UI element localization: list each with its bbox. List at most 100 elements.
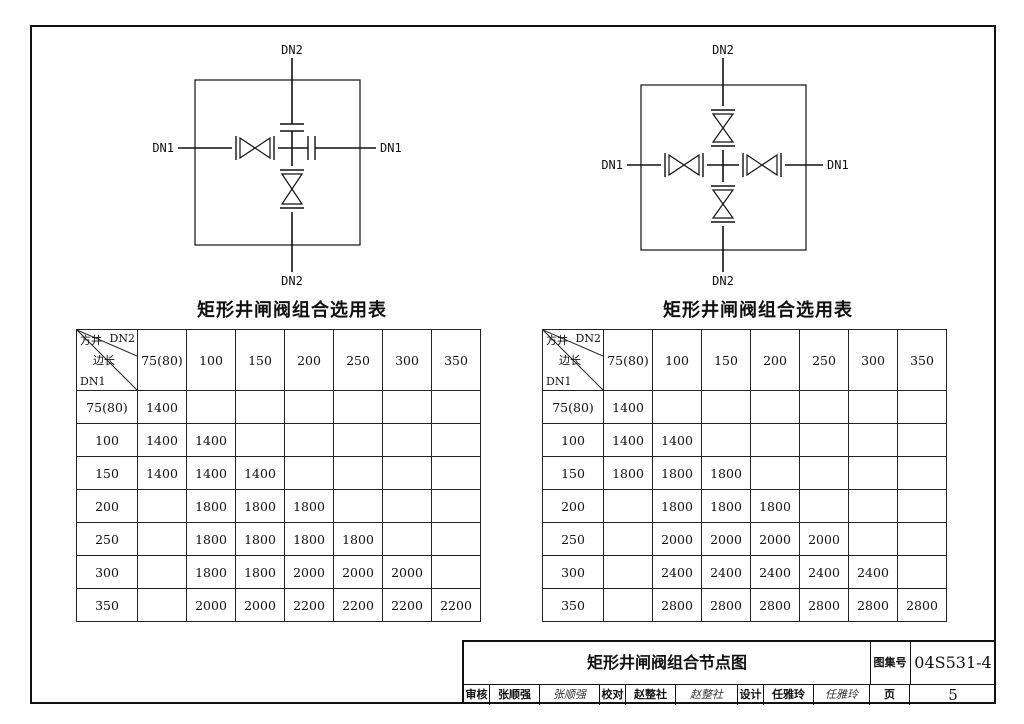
table-cell <box>897 390 947 424</box>
table-cell <box>603 489 653 523</box>
left-table-title: 矩形井闸阀组合选用表 <box>197 300 387 321</box>
table-cell: 2000 <box>382 555 432 589</box>
table-cell <box>431 489 481 523</box>
atlas-label: 图集号 <box>870 642 911 684</box>
table-cell: 1800 <box>186 489 236 523</box>
table-cell: 1400 <box>603 390 653 424</box>
row-header: 150 <box>542 456 604 490</box>
table-cell: 1800 <box>603 456 653 490</box>
column-header: 150 <box>701 329 751 391</box>
table-cell <box>848 489 898 523</box>
left-dn-left: DN1 <box>152 141 174 155</box>
table-cell: 2400 <box>799 555 849 589</box>
column-header: 75(80) <box>137 329 187 391</box>
column-header: 350 <box>897 329 947 391</box>
corner-well: 方井 <box>80 334 102 347</box>
table-row: 75(80)1400 <box>542 390 947 424</box>
table-cell <box>382 456 432 490</box>
table-cell: 1400 <box>186 456 236 490</box>
table-cell: 1400 <box>137 390 187 424</box>
table-cell <box>284 423 334 457</box>
right-table-title: 矩形井闸阀组合选用表 <box>663 300 853 321</box>
table-cell: 2400 <box>652 555 702 589</box>
table-cell <box>333 423 383 457</box>
table-cell: 1800 <box>186 555 236 589</box>
table-cell <box>284 456 334 490</box>
column-header: 100 <box>186 329 236 391</box>
column-header: 300 <box>382 329 432 391</box>
table-cell: 1800 <box>235 522 285 556</box>
table-cell: 2000 <box>235 588 285 622</box>
table-cell: 2400 <box>701 555 751 589</box>
table-cell <box>382 522 432 556</box>
table-cell <box>333 390 383 424</box>
reviewer-signature: 张顺强 <box>540 685 600 705</box>
corner-dn2: DN2 <box>575 332 601 345</box>
table-cell <box>333 456 383 490</box>
table-cell <box>848 390 898 424</box>
right-dn-right: DN1 <box>827 158 849 172</box>
table-cell <box>382 390 432 424</box>
corner-dn1: DN1 <box>80 375 106 388</box>
table-cell: 2000 <box>333 555 383 589</box>
table-cell <box>799 390 849 424</box>
row-header: 200 <box>542 489 604 523</box>
column-header: 250 <box>799 329 849 391</box>
row-header: 75(80) <box>76 390 138 424</box>
row-header: 100 <box>76 423 138 457</box>
checker-name: 赵整社 <box>626 685 676 705</box>
column-header: 250 <box>333 329 383 391</box>
column-header: 300 <box>848 329 898 391</box>
table-cell <box>603 588 653 622</box>
column-header: 75(80) <box>603 329 653 391</box>
table-cell: 1800 <box>652 489 702 523</box>
table-cell <box>137 555 187 589</box>
table-cell: 2200 <box>284 588 334 622</box>
corner-well: 方井 <box>546 334 568 347</box>
table-cell <box>701 390 751 424</box>
table-cell: 2800 <box>652 588 702 622</box>
table-cell <box>848 423 898 457</box>
table-cell: 1400 <box>186 423 236 457</box>
table-cell <box>848 456 898 490</box>
table-cell: 1400 <box>603 423 653 457</box>
designer-signature: 任雅玲 <box>814 685 870 705</box>
table-cell: 2400 <box>750 555 800 589</box>
table-cell <box>431 456 481 490</box>
right-dn-left: DN1 <box>601 158 623 172</box>
atlas-number: 04S531-4 <box>914 653 992 672</box>
table-cell: 2000 <box>186 588 236 622</box>
table-cell: 1400 <box>235 456 285 490</box>
table-cell: 2800 <box>848 588 898 622</box>
table-cell <box>235 423 285 457</box>
column-header: 350 <box>431 329 481 391</box>
table-cell: 1800 <box>284 522 334 556</box>
column-header: 100 <box>652 329 702 391</box>
table-cell: 1800 <box>235 489 285 523</box>
table-cell <box>897 489 947 523</box>
table-cell: 2800 <box>701 588 751 622</box>
table-cell <box>333 489 383 523</box>
table-cell <box>799 489 849 523</box>
table-cell <box>897 555 947 589</box>
checker-signature: 赵整社 <box>676 685 738 705</box>
table-cell: 1800 <box>701 489 751 523</box>
left-valve-diagram: DN2 DN2 DN1 DN1 <box>152 43 401 288</box>
table-cell: 1800 <box>701 456 751 490</box>
table-cell: 2400 <box>848 555 898 589</box>
table-cell: 1800 <box>333 522 383 556</box>
page-label: 页 <box>870 685 910 705</box>
table-cell: 1800 <box>186 522 236 556</box>
table-cell <box>750 423 800 457</box>
table-cell: 2800 <box>799 588 849 622</box>
left-dn-top: DN2 <box>281 43 303 57</box>
